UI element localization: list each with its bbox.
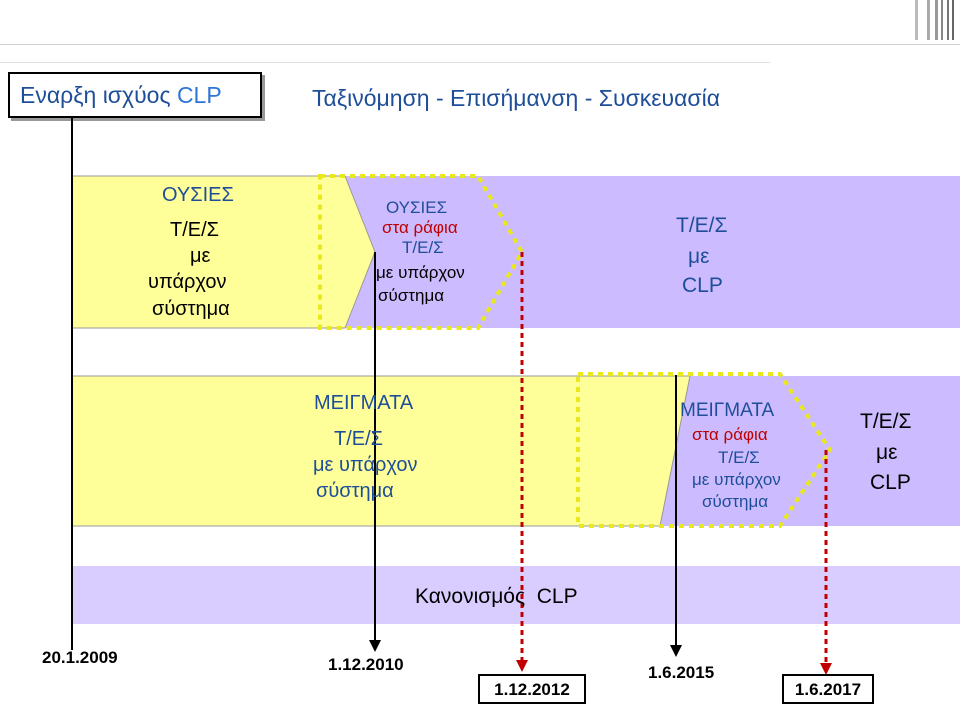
mixtures-lavender-band — [655, 376, 960, 526]
mixtures-existing-line2: Τ/Ε/Σ — [334, 428, 384, 450]
mixtures-shelf-line3: Τ/Ε/Σ — [718, 448, 760, 467]
substances-existing-line5: σύστημα — [152, 298, 230, 320]
arrow-2017 — [820, 663, 832, 675]
substances-shelf-line2: στα ράφια — [382, 218, 458, 237]
regulation-label: Κανονισμός CLP — [415, 585, 578, 608]
date-2009: 20.1.2009 — [42, 648, 118, 667]
mixtures-shelf-line2: στα ράφια — [692, 425, 768, 444]
substances-shelf-line5: σύστημα — [378, 286, 445, 305]
start-clp-label: Εναρξη ισχύος — [20, 82, 177, 108]
mixtures-existing-line4: σύστημα — [316, 480, 394, 502]
mixtures-shelf-line1: ΜΕΙΓΜΑΤΑ — [680, 400, 775, 421]
corner-decoration — [905, 0, 960, 40]
page-title: Ταξινόμηση - Επισήμανση - Συσκευασία — [312, 85, 720, 111]
substances-shelf-block — [318, 174, 525, 330]
substances-existing-line1: ΟΥΣΙΕΣ — [162, 184, 234, 206]
substances-shelf-line4: με υπάρχον — [376, 263, 465, 282]
date-2015: 1.6.2015 — [648, 663, 715, 682]
mixtures-existing-line1: ΜΕΙΓΜΑΤΑ — [314, 392, 414, 414]
mixtures-existing-line3: με υπάρχον — [313, 454, 418, 476]
substances-existing-line3: με — [190, 245, 211, 267]
substances-existing-line2: Τ/Ε/Σ — [170, 219, 220, 241]
mixtures-clp-line1: Τ/Ε/Σ — [860, 410, 912, 433]
regulation-band — [72, 566, 960, 624]
header-rule-2 — [0, 62, 770, 63]
substances-existing-line4: υπάρχον — [148, 271, 227, 293]
date-2010: 1.12.2010 — [328, 655, 404, 674]
substances-shelf-line1: ΟΥΣΙΕΣ — [386, 198, 448, 217]
substances-clp-line2: με — [688, 245, 710, 268]
date-2017: 1.6.2017 — [782, 674, 874, 704]
mixtures-clp-line3: CLP — [870, 471, 911, 494]
arrow-2015 — [670, 645, 682, 657]
substances-clp-line1: Τ/Ε/Σ — [676, 214, 728, 237]
substances-clp-line3: CLP — [682, 274, 723, 297]
mixtures-shelf-line5: σύστημα — [702, 492, 769, 511]
substances-shelf-line3: Τ/Ε/Σ — [402, 238, 444, 257]
arrow-2010 — [369, 640, 381, 652]
start-clp-accent: CLP — [176, 82, 222, 108]
arrow-2012 — [516, 660, 528, 672]
mixtures-shelf-line4: με υπάρχον — [692, 470, 781, 489]
header-rule — [0, 44, 960, 45]
date-2012: 1.12.2012 — [478, 674, 586, 704]
mixtures-clp-line2: με — [876, 441, 898, 464]
mixtures-shelf-block — [576, 372, 833, 528]
start-clp-box: Εναρξη ισχύος CLP — [8, 72, 262, 118]
substances-lavender-band — [340, 176, 960, 328]
